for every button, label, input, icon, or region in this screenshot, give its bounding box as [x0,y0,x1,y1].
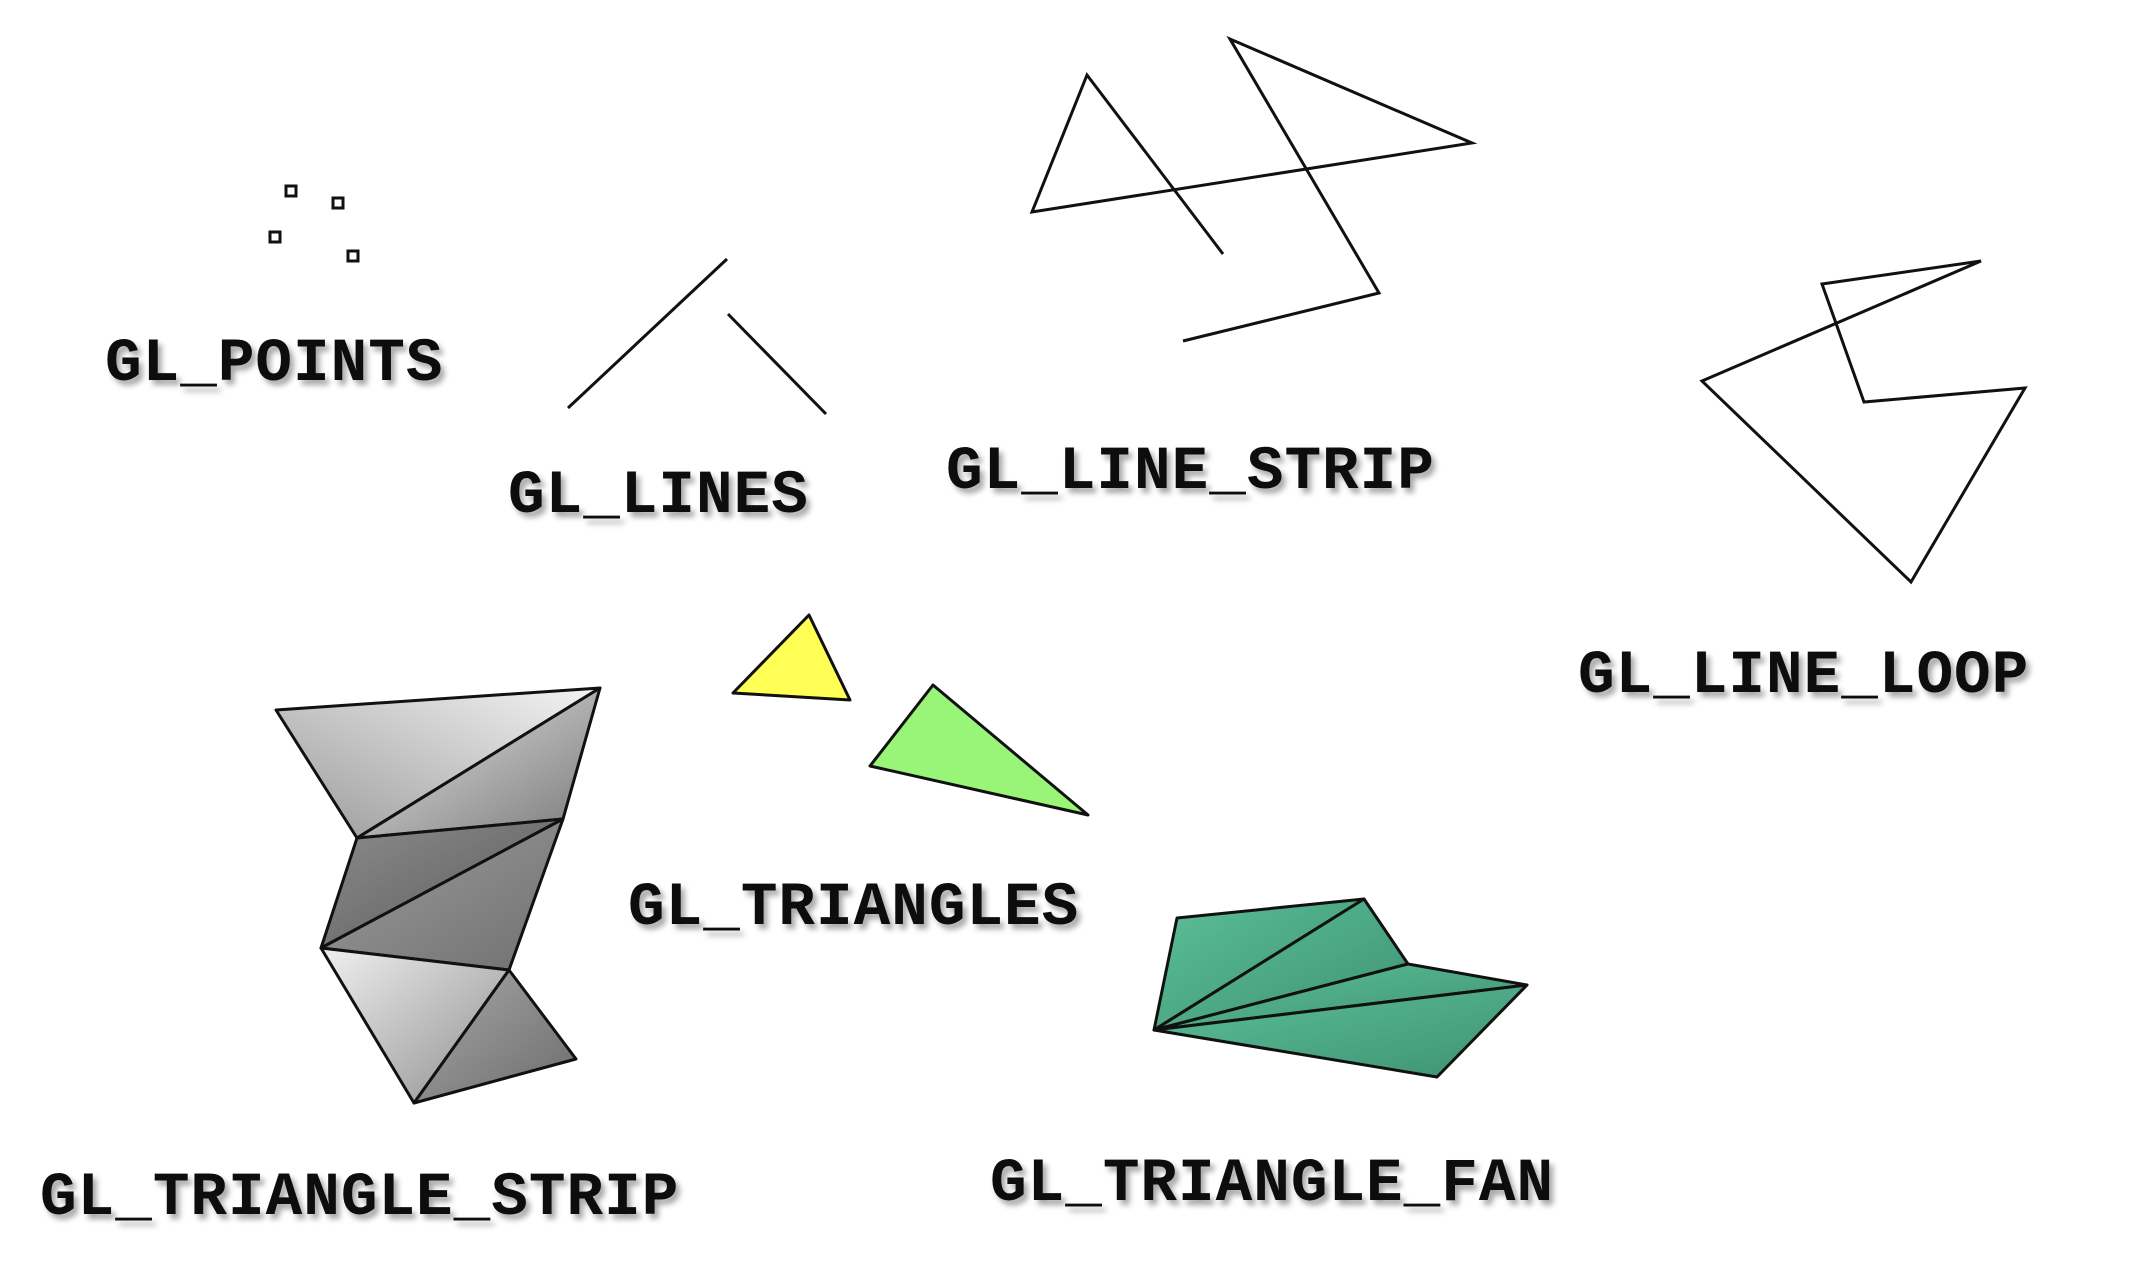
lines-primitive [566,257,828,416]
triangle-strip-primitive [274,686,602,1105]
green-triangle [868,683,1090,817]
point-2 [331,196,345,210]
triangles-primitive [731,613,1090,817]
line-segment-1 [566,257,729,410]
triangle-fan-primitive [1152,897,1529,1079]
label-gl-line-loop: GL_LINE_LOOP [1578,642,2029,711]
line-loop-primitive [1699,259,2028,585]
label-gl-lines: GL_LINES [508,462,809,531]
label-gl-points: GL_POINTS [105,330,443,399]
label-gl-triangle-strip: GL_TRIANGLE_STRIP [40,1164,679,1233]
line-strip-primitive [1029,35,1478,343]
yellow-triangle [731,613,852,702]
line-segment-2 [726,312,828,416]
points-primitive [268,184,360,263]
strip-triangle-6 [412,968,578,1105]
label-gl-triangles: GL_TRIANGLES [628,874,1079,943]
point-1 [284,184,298,198]
label-gl-triangle-fan: GL_TRIANGLE_FAN [990,1150,1554,1219]
point-4 [346,249,360,263]
label-gl-line-strip: GL_LINE_STRIP [946,438,1435,507]
fan-triangle-4 [1152,983,1529,1079]
point-3 [268,230,282,244]
